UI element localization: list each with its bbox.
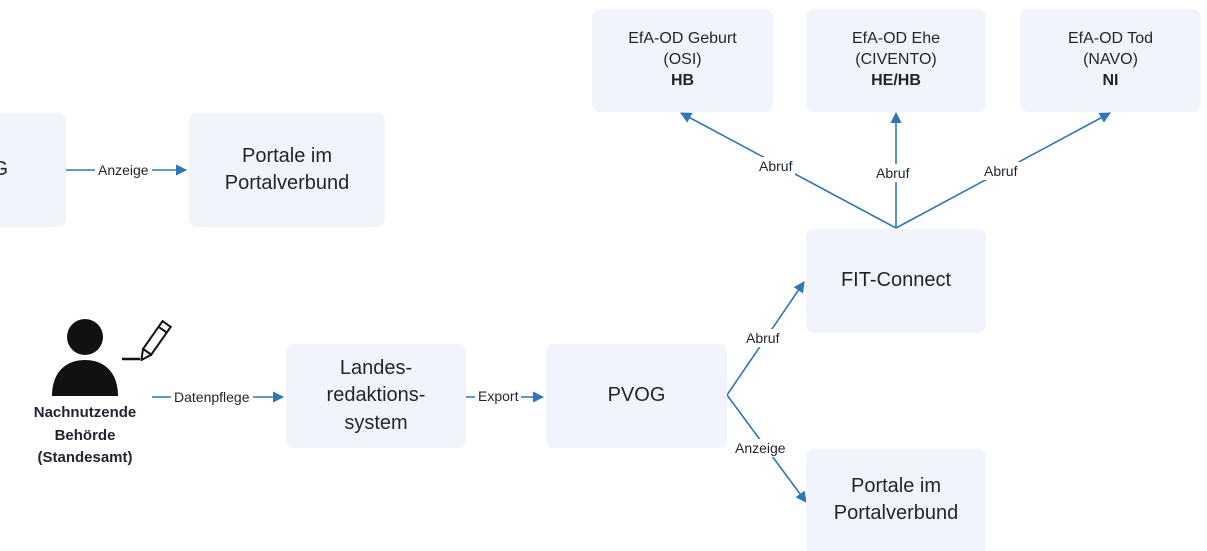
edge-label-datenpflege: Datenpflege — [171, 388, 253, 406]
pvog-label: PVOG — [607, 384, 666, 407]
efa-ehe-line-1: EfA-OD Ehe — [851, 30, 941, 48]
portale-bottom-line-1: Portale im — [850, 474, 942, 497]
fit-connect-label: FIT-Connect — [840, 269, 952, 292]
portale-top-line-1: Portale im — [241, 144, 333, 167]
efa-tod-line-2: (NAVO) — [1083, 51, 1138, 69]
edge-label-abruf-ehe: Abruf — [873, 164, 913, 182]
landes-redaktionssystem-box: Landes- redaktions- system — [286, 344, 466, 448]
landes-line-2: redaktions- — [326, 384, 426, 407]
edge-label-abruf-fit: Abruf — [743, 329, 783, 347]
partial-box-label: G — [0, 158, 8, 181]
edge-label-anzeige-bottom: Anzeige — [732, 439, 789, 457]
actor-name-line-3: (Standesamt) — [37, 449, 133, 466]
portale-box-top: Portale im Portalverbund — [189, 113, 385, 227]
person-edit-icon — [52, 319, 173, 396]
portale-top-line-2: Portalverbund — [224, 172, 350, 194]
efa-ehe-box: EfA-OD Ehe (CIVENTO) HE/HB — [806, 9, 986, 112]
edge-label-export: Export — [475, 387, 522, 405]
efa-tod-state: NI — [1102, 71, 1119, 89]
pvog-box: PVOG — [546, 344, 727, 448]
efa-geburt-state: HB — [670, 71, 695, 89]
edge-label-anzeige-top: Anzeige — [95, 161, 152, 179]
efa-ehe-line-2: (CIVENTO) — [855, 51, 937, 69]
landes-line-1: Landes- — [339, 357, 413, 380]
efa-geburt-box: EfA-OD Geburt (OSI) HB — [592, 9, 773, 112]
efa-tod-box: EfA-OD Tod (NAVO) NI — [1020, 9, 1201, 112]
actor-name: Nachnutzende Behörde (Standesamt) — [10, 402, 160, 470]
efa-tod-line-1: EfA-OD Tod — [1067, 30, 1154, 48]
portale-bottom-line-2: Portalverbund — [833, 502, 959, 524]
actor-name-line-2: Behörde — [54, 426, 116, 444]
fit-connect-box: FIT-Connect — [806, 229, 986, 333]
landes-line-3: system — [344, 411, 408, 434]
edge-label-abruf-tod: Abruf — [981, 162, 1021, 180]
efa-geburt-line-1: EfA-OD Geburt — [628, 30, 737, 48]
efa-ehe-state: HE/HB — [871, 71, 921, 89]
actor-name-line-1: Nachnutzende — [33, 404, 137, 421]
portale-box-bottom: Portale im Portalverbund — [806, 449, 986, 551]
partial-box-top-left: G — [0, 113, 66, 227]
edge-label-abruf-geburt: Abruf — [756, 157, 796, 175]
efa-geburt-line-2: (OSI) — [663, 51, 702, 69]
